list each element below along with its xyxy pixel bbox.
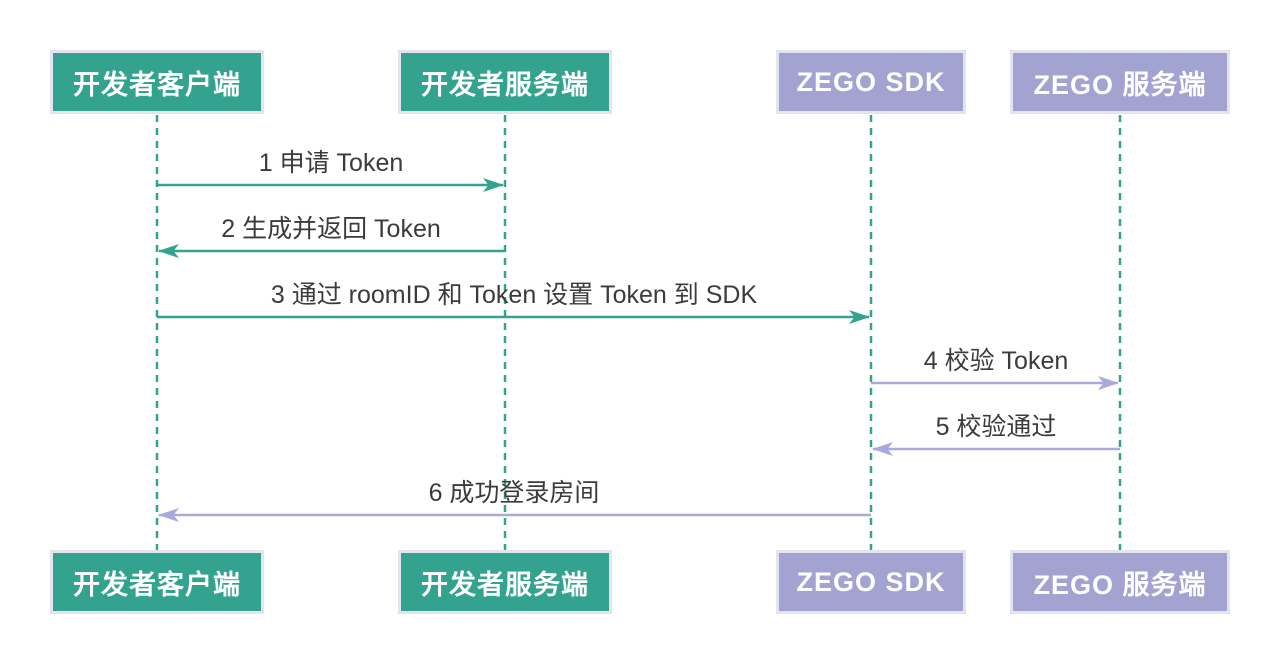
actor-box-zego-sdk-bottom: ZEGO SDK	[776, 550, 966, 614]
message-label-1: 1 申请 Token	[258, 149, 404, 177]
actor-box-developer-client-bottom: 开发者客户端	[50, 550, 264, 614]
actor-box-zego-sdk-top: ZEGO SDK	[776, 50, 966, 114]
message-label-3: 3 通过 roomID 和 Token 设置 Token 到 SDK	[270, 281, 758, 309]
actor-box-developer-client-top: 开发者客户端	[50, 50, 264, 114]
actor-box-zego-server-bottom: ZEGO 服务端	[1010, 550, 1230, 614]
actor-box-developer-server-bottom: 开发者服务端	[398, 550, 612, 614]
message-label-6: 6 成功登录房间	[428, 479, 600, 507]
actor-box-developer-server-top: 开发者服务端	[398, 50, 612, 114]
message-label-2: 2 生成并返回 Token	[221, 215, 441, 243]
actor-box-zego-server-top: ZEGO 服务端	[1010, 50, 1230, 114]
message-label-4: 4 校验 Token	[923, 347, 1069, 375]
message-label-5: 5 校验通过	[935, 413, 1057, 441]
